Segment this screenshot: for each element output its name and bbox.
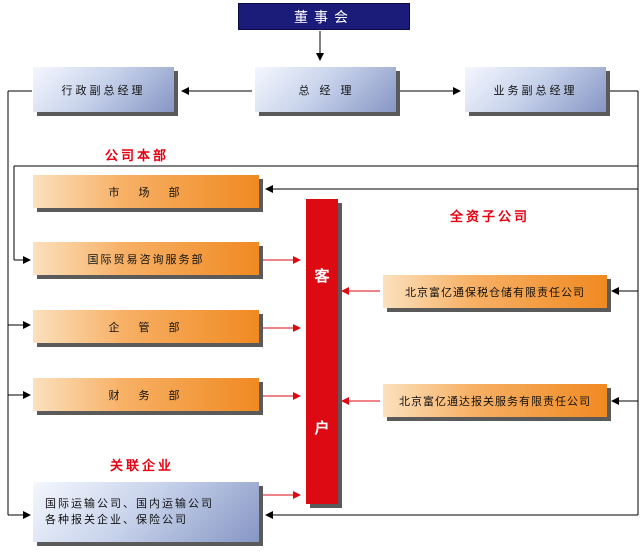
- affiliates-heading: 关联企业: [110, 459, 175, 474]
- hq-heading: 公司本部: [105, 149, 170, 164]
- affiliates-line-2: 各种报关企业、保险公司: [45, 513, 188, 526]
- general-manager-label: 总 经 理: [298, 83, 353, 97]
- finance-dept-box: 财 务 部: [33, 378, 259, 411]
- subsidiaries-heading: 全资子公司: [450, 210, 531, 225]
- client-label-1: 客: [314, 266, 330, 285]
- admin-vice-gm-box: 行政副总经理: [33, 67, 174, 112]
- business-vice-gm-box: 业务副总经理: [465, 67, 606, 112]
- marketing-dept-box: 市 场 部: [33, 175, 259, 208]
- bonded-warehouse-subsidiary-box: 北京富亿通保税仓储有限责任公司: [383, 275, 607, 308]
- client-box: 客 户: [306, 199, 338, 504]
- client-label-2: 户: [314, 419, 330, 438]
- general-manager-box: 总 经 理: [255, 67, 396, 112]
- customs-broker-subsidiary-box: 北京富亿通达报关服务有限责任公司: [383, 384, 607, 417]
- intl-trade-consulting-dept-box: 国际贸易咨询服务部: [33, 242, 259, 275]
- affiliates-line-1: 国际运输公司、国内运输公司: [45, 497, 214, 510]
- enterprise-mgmt-dept-box: 企 管 部: [33, 310, 259, 343]
- affiliates-box: 国际运输公司、国内运输公司 各种报关企业、保险公司: [33, 482, 259, 542]
- board-of-directors-box: 董事会: [238, 3, 410, 30]
